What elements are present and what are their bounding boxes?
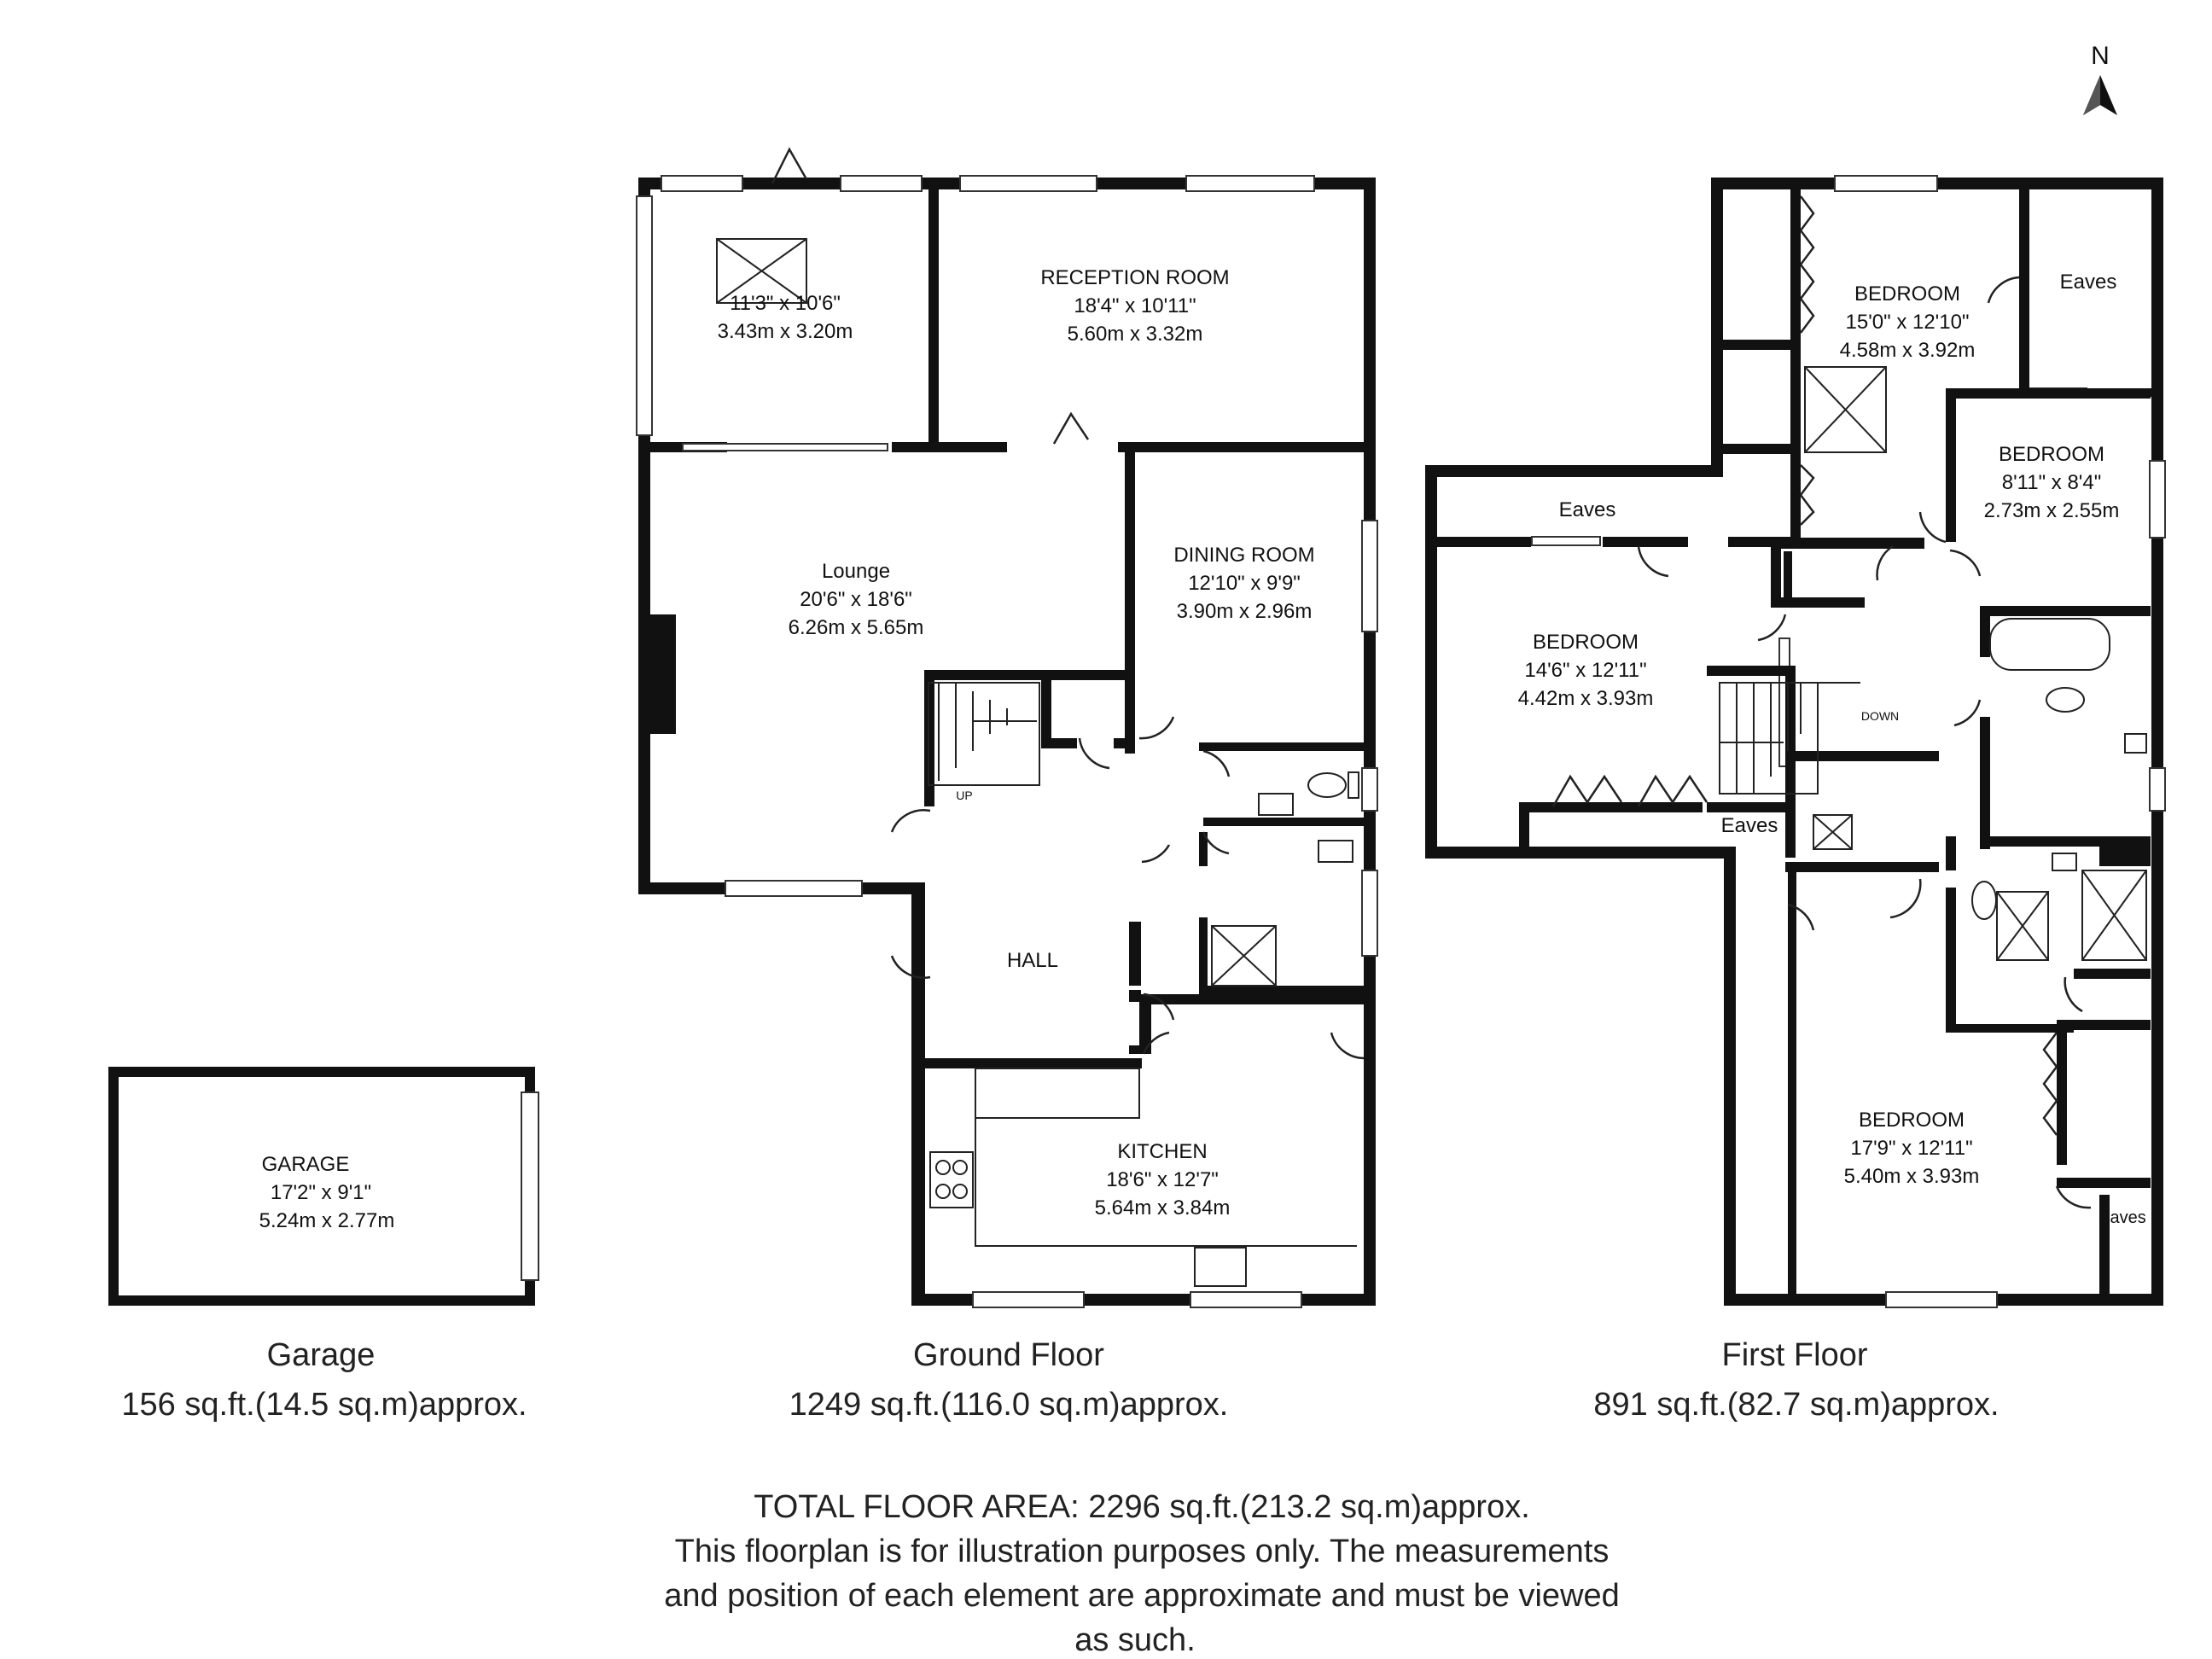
first-floor-caption: First Floor bbox=[1722, 1337, 1868, 1373]
conservatory-metric: 3.43m x 3.20m bbox=[718, 320, 853, 343]
stairs-up-label: UP bbox=[956, 789, 972, 802]
eaves-top-right: Eaves bbox=[2060, 271, 2117, 294]
lounge-imperial: 20'6" x 18'6" bbox=[800, 588, 912, 611]
bedroom-left-metric: 4.42m x 3.93m bbox=[1518, 687, 1654, 710]
garage-metric: 5.24m x 2.77m bbox=[259, 1209, 395, 1232]
bedroom-left-imperial: 14'6" x 12'11" bbox=[1524, 659, 1646, 682]
first-floor-plan bbox=[1425, 175, 2166, 1308]
ground-floor-caption: Ground Floor bbox=[913, 1337, 1104, 1373]
bedroom-left-name: BEDROOM bbox=[1533, 631, 1639, 654]
eaves-left: Eaves bbox=[1559, 498, 1616, 521]
eaves-middle: Eaves bbox=[1721, 814, 1778, 837]
dining-name: DINING ROOM bbox=[1173, 544, 1314, 567]
bedroom-right-imperial: 8'11" x 8'4" bbox=[2002, 471, 2102, 494]
kitchen-name: KITCHEN bbox=[1117, 1140, 1207, 1163]
dining-imperial: 12'10" x 9'9" bbox=[1188, 572, 1301, 595]
garage-area: 156 sq.ft.(14.5 sq.m)approx. bbox=[121, 1387, 527, 1423]
garage-caption: Garage bbox=[267, 1337, 375, 1373]
lounge-name: Lounge bbox=[822, 560, 890, 583]
north-compass-icon bbox=[2083, 75, 2117, 115]
garage-plan bbox=[108, 1067, 539, 1306]
disclaimer-line-1: This floorplan is for illustration purpo… bbox=[675, 1534, 1610, 1569]
ground-floor-plan bbox=[636, 147, 1378, 1308]
bedroom-right-name: BEDROOM bbox=[1999, 443, 2104, 466]
bedroom-bottom-metric: 5.40m x 3.93m bbox=[1844, 1165, 1980, 1188]
conservatory-imperial: 11'3" x 10'6" bbox=[730, 292, 841, 315]
kitchen-metric: 5.64m x 3.84m bbox=[1095, 1196, 1231, 1220]
bedroom-top-metric: 4.58m x 3.92m bbox=[1840, 339, 1976, 362]
eaves-bottom-right: Eaves bbox=[2098, 1208, 2146, 1227]
lounge-metric: 6.26m x 5.65m bbox=[789, 616, 924, 639]
total-floor-area: TOTAL FLOOR AREA: 2296 sq.ft.(213.2 sq.m… bbox=[754, 1489, 1530, 1525]
garage-name: GARAGE bbox=[262, 1153, 350, 1176]
reception-metric: 5.60m x 3.32m bbox=[1068, 323, 1203, 346]
dining-metric: 3.90m x 2.96m bbox=[1177, 600, 1313, 623]
reception-imperial: 18'4" x 10'11" bbox=[1074, 294, 1196, 317]
ground-floor-area: 1249 sq.ft.(116.0 sq.m)approx. bbox=[789, 1387, 1229, 1423]
bedroom-top-name: BEDROOM bbox=[1854, 282, 1960, 306]
bedroom-bottom-name: BEDROOM bbox=[1859, 1109, 1965, 1132]
hall-name: HALL bbox=[1007, 949, 1058, 972]
kitchen-imperial: 18'6" x 12'7" bbox=[1106, 1168, 1219, 1191]
bedroom-top-imperial: 15'0" x 12'10" bbox=[1846, 311, 1970, 334]
disclaimer-line-3: as such. bbox=[1074, 1622, 1196, 1658]
compass-label: N bbox=[2091, 42, 2110, 70]
garage-imperial: 17'2" x 9'1" bbox=[271, 1181, 371, 1204]
reception-name: RECEPTION ROOM bbox=[1040, 266, 1229, 289]
bedroom-right-metric: 2.73m x 2.55m bbox=[1984, 499, 2120, 522]
disclaimer-line-2: and position of each element are approxi… bbox=[664, 1578, 1620, 1614]
first-floor-area: 891 sq.ft.(82.7 sq.m)approx. bbox=[1593, 1387, 1999, 1423]
stairs-down-label: DOWN bbox=[1861, 709, 1899, 723]
bedroom-bottom-imperial: 17'9" x 12'11" bbox=[1850, 1137, 1972, 1160]
